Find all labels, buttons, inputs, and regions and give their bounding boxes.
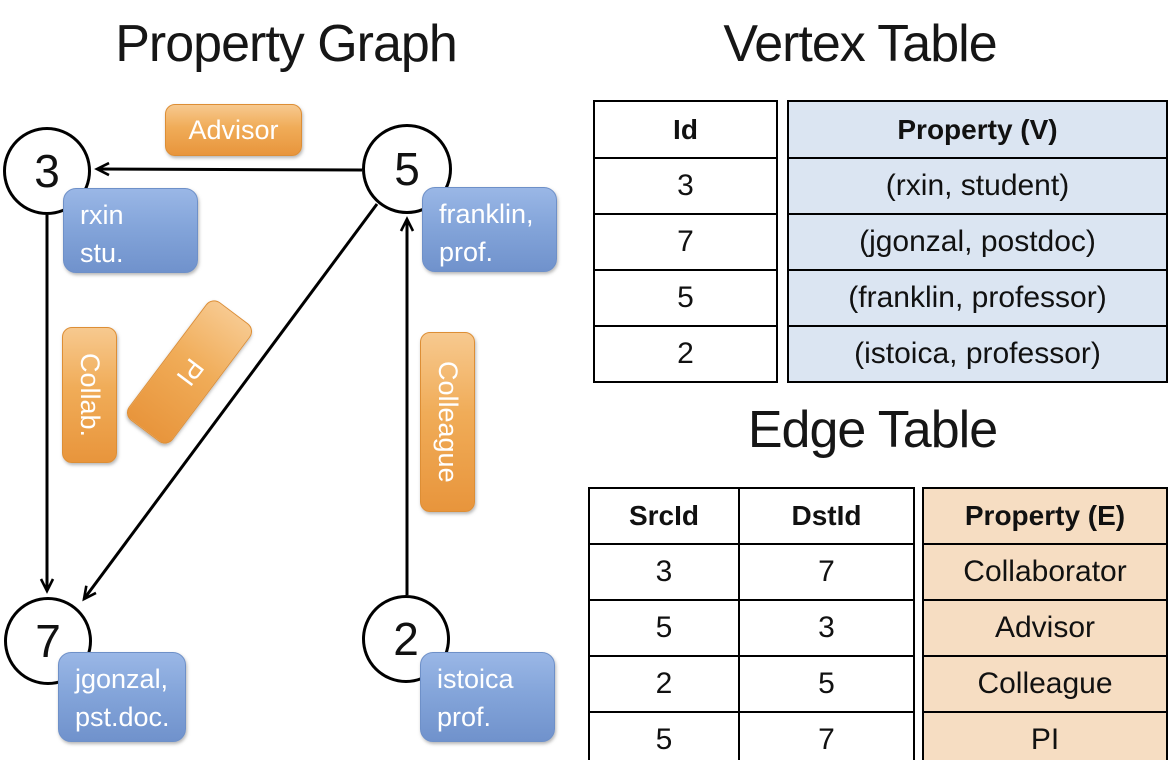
edge-src-cell: 2 — [590, 657, 740, 711]
edge-src-cell: 5 — [590, 713, 740, 760]
property-line: stu. — [80, 237, 124, 268]
node-2-label: 2 — [393, 613, 419, 665]
node-property-istoica: istoica prof. — [420, 652, 555, 742]
edge-src-header: SrcId — [590, 489, 740, 543]
edge-table-id-columns: SrcId DstId 3 7 5 3 2 5 5 7 — [588, 487, 915, 760]
vertex-property-header: Property (V) — [789, 102, 1166, 157]
edge-dst-cell: 7 — [818, 723, 835, 756]
vertex-id-header: Id — [673, 113, 698, 145]
edge-table-property-column: Property (E) Collaborator Advisor Collea… — [922, 487, 1168, 760]
edge-label-collab: Collab. — [62, 327, 117, 463]
property-line: rxin — [80, 200, 124, 230]
edge-src-cell: 3 — [590, 545, 740, 599]
edge-dst-cell: 5 — [818, 667, 835, 700]
vertex-id-cell: 2 — [677, 337, 694, 370]
vertex-table-property-column: Property (V) (rxin, student) (jgonzal, p… — [787, 100, 1168, 383]
edge-dst-cell: 3 — [818, 611, 835, 644]
edge-property-cell: PI — [924, 713, 1166, 760]
vertex-table-title: Vertex Table — [723, 15, 997, 73]
edge-table-title: Edge Table — [747, 401, 998, 459]
edge-label-colleague: Colleague — [420, 332, 475, 512]
property-line: franklin, — [439, 199, 534, 229]
edge-property-header: Property (E) — [924, 489, 1166, 543]
edge-property-cell: Collaborator — [924, 545, 1166, 599]
property-line: pst.doc. — [75, 701, 170, 732]
vertex-id-cell: 7 — [677, 225, 694, 258]
node-3-label: 3 — [34, 145, 60, 197]
node-property-jgonzal: jgonzal, pst.doc. — [58, 652, 186, 742]
node-5-label: 5 — [394, 143, 420, 195]
vertex-id-cell: 5 — [677, 281, 694, 314]
edge-dst-header: DstId — [791, 500, 862, 531]
vertex-property-cell: (istoica, professor) — [789, 327, 1166, 381]
edge-property-cell: Colleague — [924, 657, 1166, 711]
edge-dst-cell: 7 — [818, 555, 835, 588]
vertex-property-cell: (jgonzal, postdoc) — [789, 215, 1166, 269]
edge-advisor-5-to-3 — [94, 161, 363, 177]
edge-label-advisor: Advisor — [165, 104, 302, 156]
edge-pi-5-to-7 — [82, 203, 379, 602]
property-line: jgonzal, — [75, 664, 169, 694]
node-property-franklin: franklin, prof. — [422, 187, 557, 272]
graph-node-5: 5 — [362, 124, 452, 214]
property-line: prof. — [439, 236, 494, 267]
node-7-label: 7 — [35, 615, 61, 667]
vertex-property-cell: (rxin, student) — [789, 159, 1166, 213]
graph-edges — [39, 161, 415, 602]
vertex-property-cell: (franklin, professor) — [789, 271, 1166, 325]
graph-node-2: 2 — [362, 595, 450, 683]
property-graph-title: Property Graph — [115, 15, 458, 73]
vertex-table-id-column: Id 3 7 5 2 — [593, 100, 778, 383]
edge-property-cell: Advisor — [924, 601, 1166, 655]
edge-src-cell: 5 — [590, 601, 740, 655]
property-line: istoica — [437, 664, 514, 694]
node-property-rxin: rxin stu. — [63, 188, 198, 273]
vertex-id-cell: 3 — [677, 169, 694, 202]
property-line: prof. — [437, 701, 492, 732]
